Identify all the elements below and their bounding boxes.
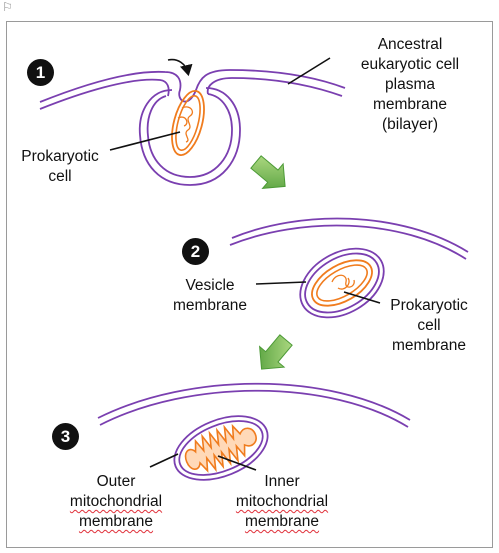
green-down-arrow-icon	[250, 155, 286, 190]
vesicle-membrane-outer	[299, 247, 385, 319]
curved-arrow-icon	[167, 58, 193, 77]
label-ancestral-membrane: Ancestral eukaryotic cell plasma membran…	[360, 36, 460, 133]
label-outer-mitochondrial-membrane: Outer mitochondrial membrane	[69, 473, 163, 530]
host-plasma-membrane-inner	[39, 78, 170, 110]
prokaryotic-cell-outer	[171, 90, 205, 156]
inner-mitochondrial-membrane-cristae	[184, 423, 257, 473]
prokaryotic-membrane-inner	[316, 264, 368, 302]
leader-line-inner	[217, 455, 257, 471]
host-plasma-membrane-outer	[39, 69, 346, 103]
leader-line-vesicle	[255, 281, 307, 285]
label-prokaryotic-cell: Prokaryotic cell	[21, 148, 99, 185]
leader-line-prokaryote-1	[109, 131, 181, 151]
leader-line-host-membrane	[287, 57, 331, 85]
invagination-pocket-inner	[146, 93, 233, 178]
step-2-badge: 2	[182, 238, 209, 265]
host-membrane-step2-outer	[231, 217, 469, 253]
label-inner-mitochondrial-membrane: Inner mitochondrial membrane	[235, 473, 329, 530]
host-membrane-step2-inner	[229, 224, 467, 260]
prokaryotic-cell-inner	[175, 95, 201, 151]
prokaryote-dna-icon-2	[331, 274, 355, 290]
step-1-badge: 1	[27, 59, 54, 86]
host-membrane-step3-inner	[99, 389, 409, 428]
flag-icon: ⚐	[2, 0, 13, 14]
outer-mitochondrial-membrane-a	[173, 415, 269, 481]
figure-frame	[6, 21, 493, 548]
green-down-arrow-icon-2	[258, 334, 293, 370]
step-3-badge: 3	[52, 423, 79, 450]
label-prokaryotic-cell-membrane: Prokaryotic cell membrane	[390, 297, 468, 354]
host-membrane-step3-outer	[97, 382, 411, 421]
host-plasma-membrane-right-inner	[206, 77, 343, 97]
prokaryote-dna-icon	[177, 106, 194, 143]
leader-line-outer	[149, 453, 179, 468]
step-3-group	[97, 382, 411, 481]
leader-line-prokaryote-membrane	[343, 291, 381, 304]
vesicle-membrane-inner	[304, 252, 380, 314]
step-1-group	[39, 57, 346, 186]
prokaryotic-membrane-outer	[311, 259, 373, 307]
step-2-group	[229, 217, 469, 319]
label-vesicle-membrane: Vesicle membrane	[172, 277, 248, 314]
outer-mitochondrial-membrane-b	[178, 420, 264, 476]
invagination-pocket-outer	[138, 87, 241, 186]
